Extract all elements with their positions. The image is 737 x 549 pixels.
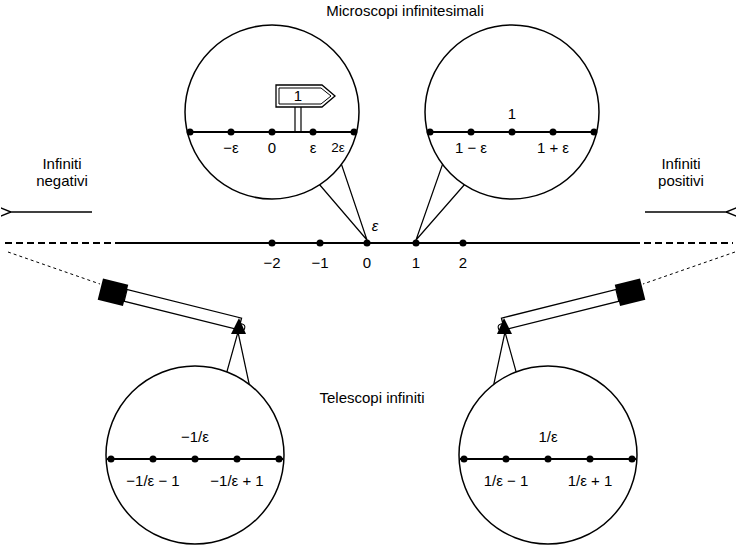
point-label: 1/ε + 1 [568, 472, 613, 489]
point-label: −1/ε − 1 [126, 472, 179, 489]
real-line-dashed [5, 242, 118, 244]
tick-number: 0 [363, 254, 371, 271]
real-line-dashed [633, 242, 733, 244]
line-points [269, 240, 467, 247]
infinitesimal-label: ε [372, 217, 379, 234]
microscope-circle: 1 −ε 0 ε 2ε [184, 24, 360, 200]
point-label: 1 + ε [537, 139, 569, 156]
point-label: −ε [223, 139, 238, 156]
tick-number: −2 [263, 254, 280, 271]
telescope-circle: 1/ε 1/ε − 1 1/ε + 1 [458, 365, 638, 545]
point-label: 2ε [331, 140, 345, 156]
point-label: −1/ε + 1 [210, 472, 263, 489]
real-line [118, 242, 633, 244]
tick-number: 2 [459, 254, 467, 271]
tick-number: −1 [311, 254, 328, 271]
point-label: 1 − ε [455, 139, 487, 156]
point-label: −1/ε [181, 428, 209, 445]
magnifier-outline [458, 365, 638, 545]
direction-label: Infiniti negativi [23, 155, 101, 190]
telescope-circle: −1/ε −1/ε − 1 −1/ε + 1 [105, 365, 285, 545]
section-label: Telescopi infiniti [319, 389, 424, 406]
direction-arrow [645, 211, 727, 212]
tick-number: 1 [412, 254, 420, 271]
point-label: ε [310, 139, 317, 156]
direction-arrow [10, 211, 92, 212]
point-label: 0 [268, 139, 276, 156]
point-label: 1/ε [538, 428, 557, 445]
diagram-title: Microscopi infinitesimali [326, 2, 484, 19]
point-label: 1 [508, 105, 516, 122]
signpost-number: 1 [294, 87, 302, 104]
direction-label: Infiniti positivi [642, 155, 720, 190]
microscope-circle: 1 1 − ε 1 + ε [424, 24, 600, 200]
magnifier-outline [184, 24, 360, 200]
magnifier-outline [105, 365, 285, 545]
point-label: 1/ε − 1 [484, 472, 529, 489]
